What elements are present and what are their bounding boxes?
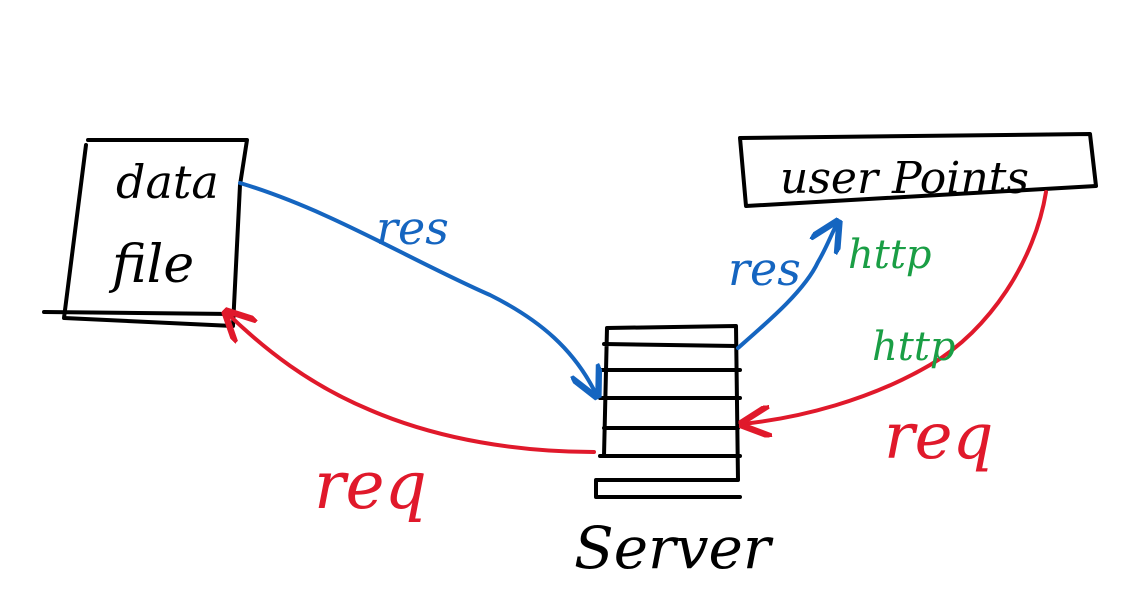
data-file-box xyxy=(42,138,249,328)
user-points-label: user Points xyxy=(780,153,1029,204)
server-label: Server xyxy=(574,514,774,582)
data-file-label-line2: file xyxy=(108,235,194,295)
edge-server-to-user: res http xyxy=(728,222,932,350)
req-arrow-user-to-server xyxy=(742,190,1048,424)
edge-file-to-server: res xyxy=(238,181,597,396)
data-file-label-line1: data xyxy=(116,155,219,209)
http-label-user-to-server: http xyxy=(872,324,956,370)
server-rack xyxy=(594,324,742,499)
data-file-node: data file xyxy=(42,138,249,328)
res-label-server-to-user: res xyxy=(728,242,801,296)
req-arrow-server-to-file xyxy=(226,312,596,454)
http-label-server-to-user: http xyxy=(848,232,932,278)
req-label-user-to-server: req xyxy=(884,400,993,474)
edge-user-to-server: http req xyxy=(742,190,1048,474)
res-arrow-server-to-user xyxy=(736,222,838,350)
res-label-file-to-server: res xyxy=(376,201,449,255)
user-points-box xyxy=(738,132,1098,208)
server-node: Server xyxy=(574,324,774,582)
res-arrow-file-to-server xyxy=(238,181,597,396)
edge-server-to-file: req xyxy=(226,312,596,524)
req-label-server-to-file: req xyxy=(314,447,427,524)
user-points-node: user Points xyxy=(738,132,1098,208)
